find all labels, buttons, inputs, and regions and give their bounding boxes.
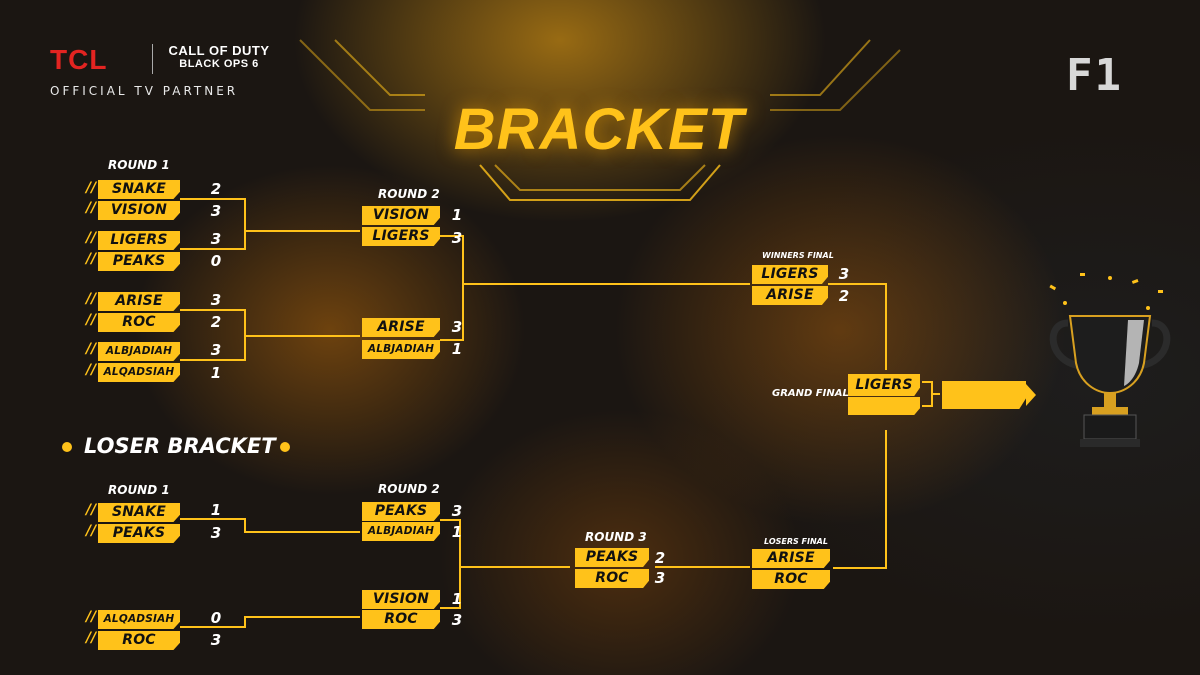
- slash-deco: //: [86, 630, 97, 646]
- team-score: 2: [210, 180, 222, 198]
- partner-text: OFFICIAL TV PARTNER: [50, 84, 239, 98]
- lower-round3-label: ROUND 3: [585, 530, 647, 544]
- team-slot[interactable]: VISION: [362, 590, 440, 609]
- team-slot[interactable]: ALBJADIAH: [362, 340, 440, 359]
- team-slot[interactable]: LIGERS: [98, 231, 180, 250]
- slash-deco: //: [86, 341, 97, 357]
- lower-round2-label: ROUND 2: [378, 482, 440, 496]
- team-score: 0: [210, 252, 222, 270]
- team-score: 1: [210, 364, 222, 382]
- losers-final-label: LOSERS FINAL: [764, 537, 828, 546]
- team-slot[interactable]: ARISE: [362, 318, 440, 337]
- team-slot[interactable]: PEAKS: [362, 502, 440, 521]
- team-score: 0: [210, 609, 222, 627]
- grand-final-opponent[interactable]: [848, 397, 920, 415]
- slash-deco: //: [86, 230, 97, 246]
- team-score: 1: [210, 501, 222, 519]
- game-logo-bottom: BLACK OPS 6: [179, 58, 259, 70]
- team-score: 2: [838, 287, 850, 305]
- team-slot[interactable]: SNAKE: [98, 503, 180, 522]
- grand-final-team[interactable]: LIGERS: [848, 374, 920, 396]
- loser-bracket-title: LOSER BRACKET: [84, 434, 276, 458]
- team-score: 1: [451, 590, 463, 608]
- team-score: 3: [210, 341, 222, 359]
- team-slot[interactable]: ARISE: [752, 286, 828, 305]
- slash-deco: //: [86, 609, 97, 625]
- team-slot[interactable]: LIGERS: [362, 227, 440, 246]
- team-score: 2: [654, 549, 666, 567]
- team-score: 3: [210, 202, 222, 220]
- team-slot[interactable]: SNAKE: [98, 180, 180, 199]
- trophy-icon: [1049, 273, 1171, 447]
- confetti-icon: [1049, 273, 1163, 310]
- slash-deco: //: [86, 523, 97, 539]
- org-logo: F1: [1066, 50, 1123, 101]
- team-slot[interactable]: ROC: [575, 569, 649, 588]
- team-score: 3: [838, 265, 850, 283]
- team-slot[interactable]: ALBJADIAH: [362, 522, 440, 541]
- team-score: 3: [654, 569, 666, 587]
- team-slot[interactable]: PEAKS: [98, 524, 180, 543]
- bullet-dot-icon: [280, 442, 290, 452]
- team-slot[interactable]: ROC: [362, 610, 440, 629]
- team-slot[interactable]: VISION: [98, 201, 180, 220]
- team-slot[interactable]: LIGERS: [752, 265, 828, 284]
- team-slot[interactable]: ALBJADIAH: [98, 342, 180, 361]
- slash-deco: //: [86, 312, 97, 328]
- winners-final-label: WINNERS FINAL: [762, 251, 834, 260]
- game-logo-top: CALL OF DUTY: [168, 43, 270, 58]
- team-score: 1: [451, 523, 463, 541]
- team-score: 3: [451, 318, 463, 336]
- lower-round1-label: ROUND 1: [108, 483, 170, 497]
- slash-deco: //: [86, 200, 97, 216]
- team-slot[interactable]: ALQADSIAH: [98, 610, 180, 629]
- slash-deco: //: [86, 251, 97, 267]
- slash-deco: //: [86, 291, 97, 307]
- tcl-logo: TCL: [50, 44, 108, 75]
- team-slot[interactable]: ROC: [98, 313, 180, 332]
- champion-arrow: [1026, 384, 1036, 406]
- team-slot[interactable]: ARISE: [98, 292, 180, 311]
- page-title: BRACKET: [453, 97, 745, 162]
- team-slot[interactable]: PEAKS: [98, 252, 180, 271]
- team-score: 1: [451, 206, 463, 224]
- slash-deco: //: [86, 502, 97, 518]
- grand-final-label: GRAND FINAL: [772, 388, 849, 399]
- team-slot[interactable]: ROC: [98, 631, 180, 650]
- team-slot[interactable]: ROC: [752, 570, 830, 589]
- team-score: 3: [451, 229, 463, 247]
- upper-round2-label: ROUND 2: [378, 187, 440, 201]
- team-score: 3: [210, 291, 222, 309]
- slash-deco: //: [86, 180, 97, 196]
- slash-deco: //: [86, 362, 97, 378]
- team-score: 3: [451, 611, 463, 629]
- team-score: 3: [210, 524, 222, 542]
- bullet-dot-icon: [62, 442, 72, 452]
- upper-round1-label: ROUND 1: [108, 158, 170, 172]
- team-score: 3: [451, 502, 463, 520]
- team-score: 3: [210, 230, 222, 248]
- team-slot[interactable]: ALQADSIAH: [98, 363, 180, 382]
- team-score: 3: [210, 631, 222, 649]
- team-slot[interactable]: VISION: [362, 206, 440, 225]
- team-slot[interactable]: ARISE: [752, 549, 830, 568]
- team-score: 1: [451, 340, 463, 358]
- team-slot[interactable]: PEAKS: [575, 548, 649, 567]
- team-score: 2: [210, 313, 222, 331]
- logo-divider: [152, 44, 153, 74]
- champion-slot: [942, 381, 1026, 409]
- game-logo: CALL OF DUTY BLACK OPS 6: [164, 43, 274, 70]
